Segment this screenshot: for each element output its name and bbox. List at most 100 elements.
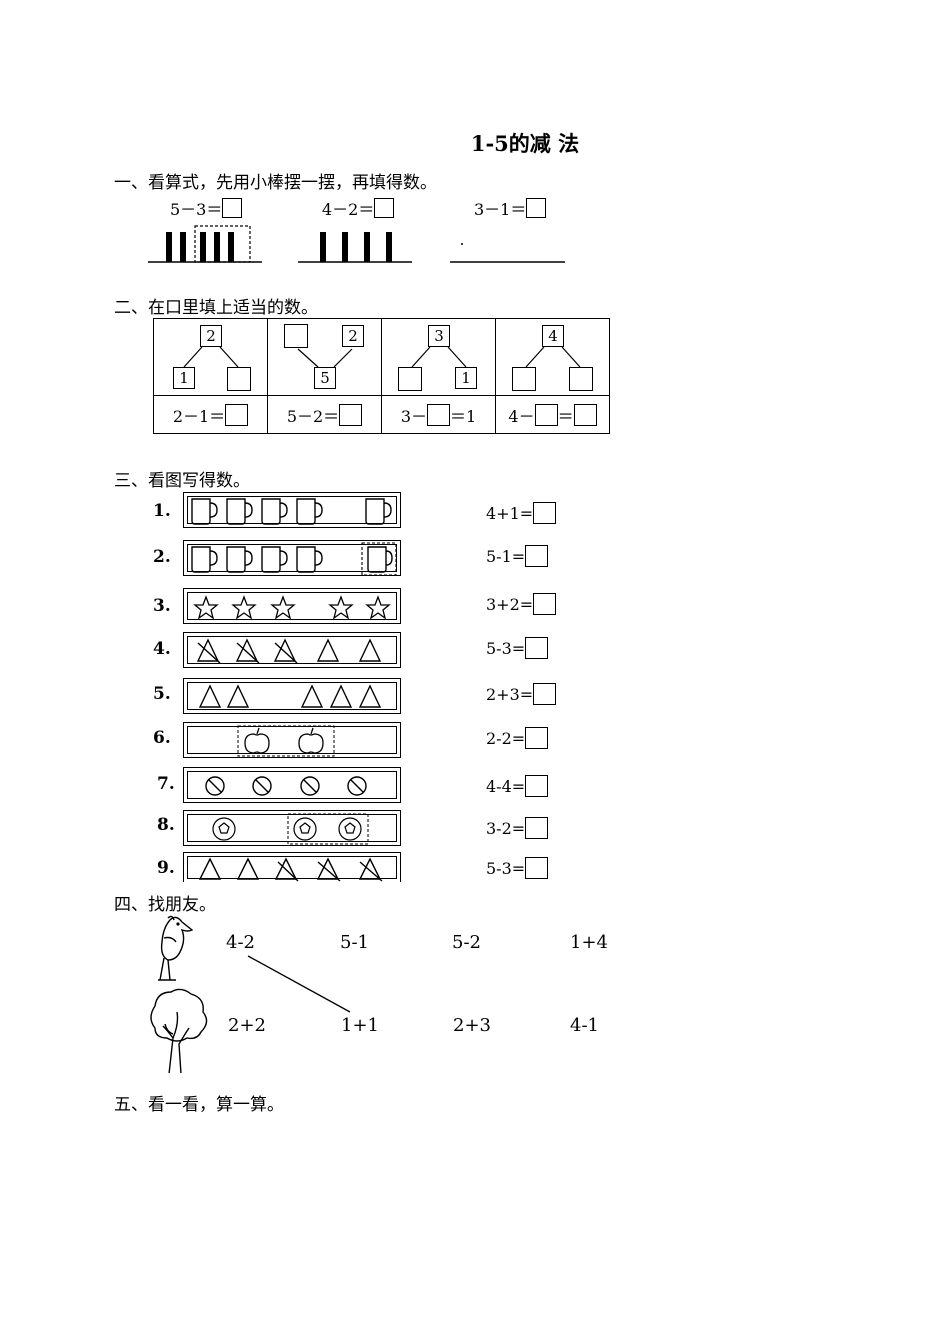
friend-top-4[interactable]: 1+4	[570, 932, 608, 953]
stars-row	[193, 595, 391, 620]
answer-box[interactable]	[533, 683, 557, 705]
friend-bottom-4[interactable]: 4-1	[570, 1015, 599, 1036]
tree-icon	[150, 988, 208, 1073]
bond-equation: 3－ ＝1	[382, 403, 495, 427]
sum-2: 5-1=	[486, 545, 549, 567]
bond-equation: 4－＝	[496, 403, 609, 427]
section-4-heading: 四、找朋友。	[114, 895, 216, 915]
friend-top-1[interactable]: 4-2	[226, 932, 255, 953]
bond-eq-text-b: ＝1	[450, 406, 477, 426]
answer-box[interactable]	[525, 857, 549, 879]
picture-frame-6	[183, 722, 401, 758]
s1-eq-2-text: 4－2＝	[322, 200, 375, 219]
answer-box[interactable]	[339, 403, 363, 426]
bond-eq-text-a: 4－	[508, 406, 535, 426]
sum-6-text: 2-2=	[486, 728, 526, 748]
answer-box[interactable]	[533, 593, 557, 615]
sum-3: 3+2=	[486, 593, 557, 615]
friend-bottom-1[interactable]: 2+2	[228, 1015, 266, 1036]
answer-box[interactable]	[534, 403, 558, 426]
picture-frame-3	[183, 588, 401, 624]
sum-5-text: 2+3=	[486, 684, 534, 704]
answer-box[interactable]	[222, 198, 243, 218]
row-label-8: 8.	[157, 815, 175, 835]
picture-frame-5	[183, 678, 401, 714]
row-label-9: 9.	[157, 858, 175, 878]
section-1-heading: 一、看算式，先用小棒摆一摆，再填得数。	[114, 173, 437, 193]
picture-frame-1	[183, 492, 401, 528]
sum-9: 5-3=	[486, 857, 549, 879]
mugs-row	[191, 542, 397, 576]
bond-equation: 2－1＝	[154, 403, 267, 427]
sum-7: 4-4=	[486, 775, 549, 797]
answer-box[interactable]	[573, 403, 597, 426]
answer-box[interactable]	[427, 403, 450, 426]
picture-frame-2	[183, 540, 401, 576]
bond-cell-3: 3 1	[381, 318, 496, 396]
friend-top-2[interactable]: 5-1	[340, 932, 369, 953]
sum-4-text: 5-3=	[486, 638, 526, 658]
friend-bottom-2[interactable]: 1+1	[341, 1015, 379, 1036]
bond-eq-text-a: 3－	[400, 406, 427, 426]
sum-1-text: 4+1=	[486, 503, 534, 523]
friend-bottom-3[interactable]: 2+3	[453, 1015, 491, 1036]
row-label-7: 7.	[157, 774, 175, 794]
answer-box[interactable]	[525, 775, 549, 797]
bond-eq-cell-3: 3－ ＝1	[381, 395, 496, 434]
answer-box[interactable]	[374, 198, 395, 218]
triangles-row	[198, 857, 383, 882]
page-title: 1-5的减 法	[470, 131, 580, 156]
sum-9-text: 5-3=	[486, 858, 526, 878]
sticks-group-3	[450, 243, 565, 263]
picture-frame-9	[183, 852, 401, 882]
circles-row	[205, 776, 367, 796]
bond-eq-text: 5－2＝	[286, 406, 340, 426]
friend-top-3[interactable]: 5-2	[452, 932, 481, 953]
section-5-heading: 五、看一看，算一算。	[114, 1095, 284, 1115]
picture-frame-8	[183, 810, 401, 846]
sum-7-text: 4-4=	[486, 776, 526, 796]
sum-8: 3-2=	[486, 817, 549, 839]
s1-equation-2: 4－2＝	[322, 196, 395, 220]
sum-5: 2+3=	[486, 683, 557, 705]
bond-bottom: 5	[314, 367, 336, 389]
apples-row	[237, 725, 335, 757]
bond-left: 1	[173, 367, 195, 389]
woodpecker-icon	[158, 915, 194, 981]
bond-eq-text: 2－1＝	[172, 406, 226, 426]
bond-eq-cell-4: 4－＝	[495, 395, 610, 434]
sticks-group-2	[298, 232, 412, 263]
s1-equation-1: 5－3＝	[170, 196, 243, 220]
bond-eq-cell-1: 2－1＝	[153, 395, 268, 434]
answer-box[interactable]	[525, 637, 549, 659]
bond-eq-cell-2: 5－2＝	[267, 395, 382, 434]
answer-box[interactable]	[569, 367, 593, 391]
bond-cell-4: 4	[495, 318, 610, 396]
bond-top: 2	[200, 325, 222, 347]
answer-box[interactable]	[525, 817, 549, 839]
sum-4: 5-3=	[486, 637, 549, 659]
bond-top: 3	[428, 325, 450, 347]
bond-lines	[411, 346, 467, 368]
bond-top: 4	[542, 325, 564, 347]
answer-box[interactable]	[525, 545, 549, 567]
row-label-5: 5.	[153, 684, 171, 704]
answer-box[interactable]	[533, 502, 557, 524]
row-label-4: 4.	[153, 639, 171, 659]
answer-box[interactable]	[225, 403, 249, 426]
picture-frame-7	[183, 767, 401, 803]
section-3-heading: 三、看图写得数。	[114, 471, 250, 491]
answer-box[interactable]	[525, 727, 549, 749]
answer-box[interactable]	[398, 367, 422, 391]
bond-cell-1: 2 1	[153, 318, 268, 396]
section-2-heading: 二、在口里填上适当的数。	[114, 298, 318, 318]
bond-right: 1	[455, 367, 477, 389]
answer-box[interactable]	[284, 324, 308, 348]
row-label-3: 3.	[153, 596, 171, 616]
answer-box[interactable]	[512, 367, 536, 391]
answer-box[interactable]	[526, 198, 547, 218]
bond-lines	[297, 348, 353, 368]
connecting-line	[247, 955, 351, 1013]
answer-box[interactable]	[227, 367, 251, 391]
s1-equation-3: 3－1＝	[474, 196, 547, 220]
